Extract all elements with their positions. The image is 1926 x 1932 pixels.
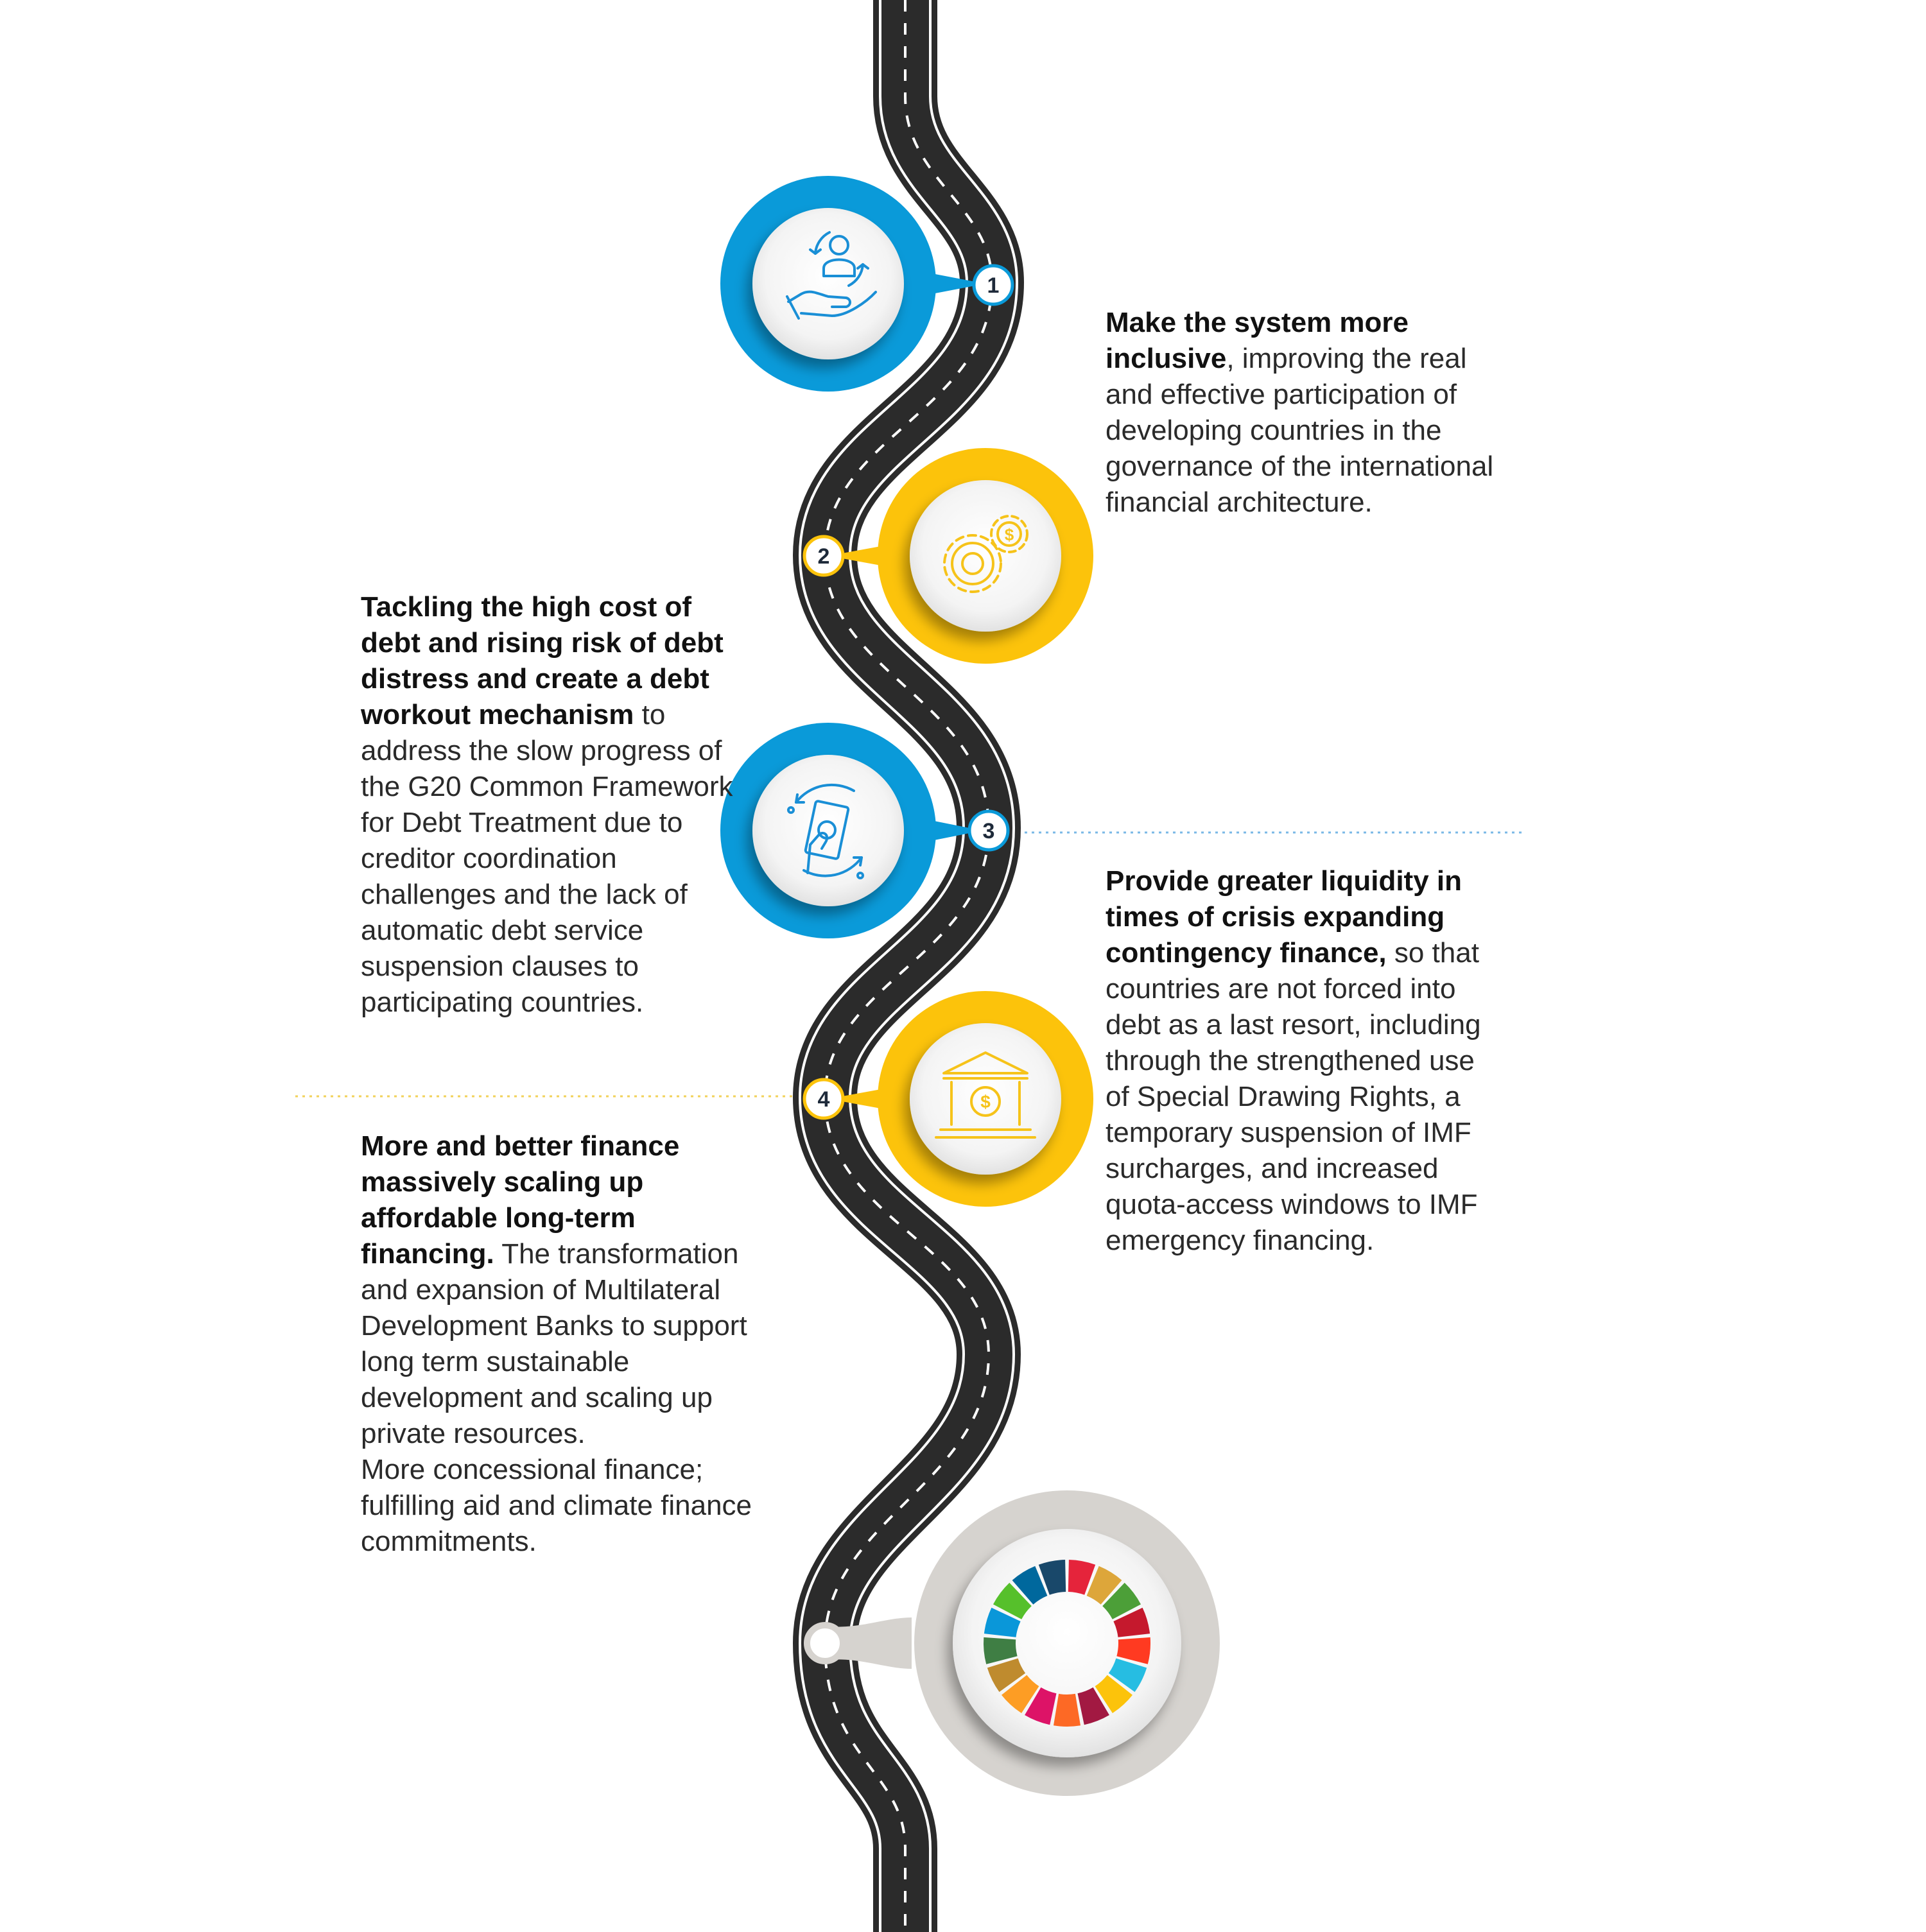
step-1-lead: Make the system more inclusive	[1106, 307, 1409, 374]
sdg-wheel-segment	[1025, 1687, 1057, 1725]
goal-marker	[804, 1490, 1220, 1796]
sdg-wheel-segment	[1108, 1658, 1147, 1692]
step-4-body: The transformation and expansion of Mult…	[361, 1238, 747, 1449]
step-2-lead: Tackling the high cost of debt and risin…	[361, 591, 724, 730]
step-2-marker: $ 2	[802, 448, 1093, 664]
sdg-wheel-icon	[983, 1560, 1151, 1727]
sdg-wheel-segment	[1077, 1687, 1109, 1725]
sdg-wheel-segment	[1054, 1693, 1080, 1727]
sdg-wheel-segment	[1086, 1565, 1122, 1605]
svg-text:$: $	[980, 1092, 991, 1112]
step-3-number: 3	[983, 819, 995, 843]
step-3-badge	[967, 809, 1010, 852]
goal-pointer	[828, 1617, 912, 1669]
sdg-wheel-segment	[983, 1637, 1018, 1664]
step-4-lead: More and better finance massively scalin…	[361, 1130, 680, 1270]
bank-dollar-icon: $	[935, 1051, 1036, 1139]
step-4-text: More and better finance massively scalin…	[361, 1128, 772, 1560]
sdg-wheel-segment	[1113, 1607, 1150, 1637]
step-3-body: so that countries are not forced into de…	[1106, 937, 1481, 1256]
step-4-extra: More concessional finance; fulfilling ai…	[361, 1454, 752, 1557]
sdg-wheel-segment	[1116, 1637, 1151, 1664]
sdg-wheel-segment	[1038, 1560, 1066, 1595]
hand-banknote-cycle-icon	[787, 783, 864, 879]
step-2-text: Tackling the high cost of debt and risin…	[361, 589, 746, 1021]
sdg-wheel-segment	[993, 1582, 1032, 1619]
sdg-wheel-segment	[1095, 1675, 1132, 1713]
gears-dollar-icon: $	[943, 515, 1028, 593]
step-1-body: , improving the real and effective parti…	[1106, 343, 1494, 518]
step-3-lead: Provide greater liquidity in times of cr…	[1106, 865, 1462, 969]
step-2-number: 2	[818, 544, 830, 569]
step-1-marker: 1	[720, 176, 1014, 392]
sdg-wheel-segment	[1068, 1560, 1096, 1595]
sdg-wheel-segment	[984, 1607, 1021, 1637]
step-2-body: to address the slow progress of the G20 …	[361, 699, 733, 1018]
step-3-disc	[752, 755, 904, 906]
hand-person-cycle-icon	[786, 231, 877, 320]
svg-text:$: $	[1005, 525, 1014, 544]
step-4-number: 4	[818, 1087, 830, 1112]
step-4-marker: $ 4	[802, 991, 1093, 1207]
step-1-badge	[972, 264, 1014, 306]
sdg-wheel-segment	[1102, 1582, 1141, 1619]
sdg-wheel-segment	[1012, 1565, 1048, 1605]
step-1-disc	[752, 208, 904, 359]
step-4-badge	[802, 1078, 845, 1120]
step-3-text: Provide greater liquidity in times of cr…	[1106, 863, 1504, 1259]
step-3-marker: 3	[720, 723, 1010, 938]
goal-start-dot	[804, 1622, 846, 1664]
step-2-badge	[802, 535, 845, 577]
step-1-text: Make the system more inclusive, improvin…	[1106, 305, 1504, 521]
sdg-wheel-segment	[1002, 1675, 1039, 1713]
road	[792, 0, 1025, 1932]
sdg-wheel-segment	[987, 1658, 1026, 1692]
step-2-disc	[910, 480, 1061, 632]
step-1-number: 1	[987, 273, 1000, 298]
road-center-dashes	[823, 0, 994, 1932]
